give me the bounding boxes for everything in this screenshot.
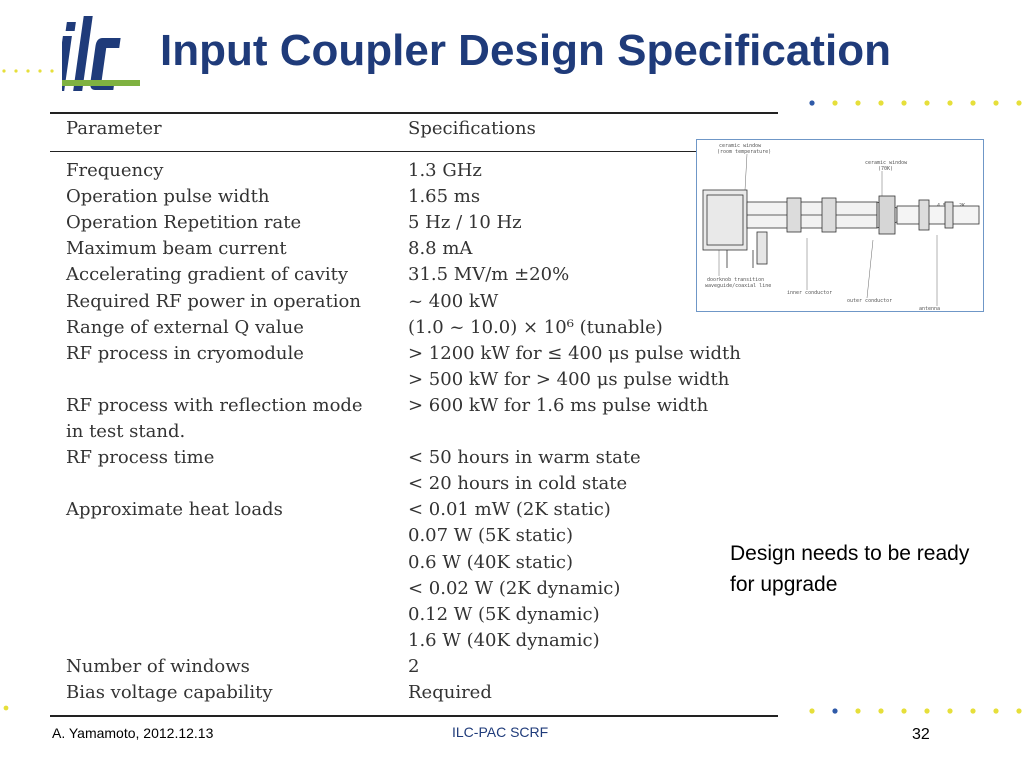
table-cell-spec: > 500 kW for > 400 μs pulse width [408, 368, 730, 390]
table-cell-parameter: Bias voltage capability [66, 682, 273, 703]
table-cell-spec: 5 Hz / 10 Hz [408, 212, 522, 234]
decorative-dots-bottom-right [809, 708, 1022, 714]
decorative-dots-bottom-left [3, 705, 9, 711]
table-cell-parameter: Operation pulse width [66, 186, 270, 208]
table-cell-spec: 0.6 W (40K static) [408, 551, 573, 573]
table-cell-parameter: Range of external Q value [66, 316, 304, 338]
table-cell-parameter: in test stand. [66, 421, 186, 442]
table-cell-spec: 31.5 MV/m ±20% [408, 264, 570, 286]
table-cell-spec: 1.3 GHz [408, 160, 482, 181]
table-cell-spec: < 50 hours in warm state [408, 447, 641, 469]
upgrade-note: Design needs to be ready for upgrade [730, 542, 970, 596]
table-cell-spec: 1.6 W (40K dynamic) [408, 629, 600, 651]
label-waveguide: waveguide/coaxial line [705, 283, 771, 289]
table-cell-spec: 2 [408, 655, 420, 677]
coupler-diagram: ceramic window (room temperature) cerami… [696, 139, 984, 312]
page-number: 32 [912, 726, 930, 743]
table-header-rule [50, 151, 700, 152]
label-ceramic-window-70k: ceramic window [865, 160, 908, 166]
table-cell-parameter: Operation Repetition rate [66, 212, 302, 234]
table-cell-spec: Required [408, 682, 492, 703]
table-cell-spec: > 600 kW for 1.6 ms pulse width [408, 394, 709, 416]
footer-event: ILC-PAC SCRF [452, 724, 549, 740]
table-cell-spec: > 1200 kW for ≤ 400 μs pulse width [408, 342, 741, 364]
table-cell-parameter: Frequency [66, 160, 164, 181]
label-room-temperature: (room temperature) [717, 149, 771, 155]
label-inner-conductor: inner conductor [787, 290, 832, 296]
table-cell-parameter: RF process in cryomodule [66, 342, 304, 364]
table-cell-spec: 0.12 W (5K dynamic) [408, 603, 600, 625]
table-bottom-rule [50, 715, 778, 717]
decorative-dots-left [2, 69, 54, 73]
table-cell-parameter: RF process time [66, 447, 215, 469]
table-cell-spec: 1.65 ms [408, 186, 481, 208]
label-doorknob: doorknob transition [707, 277, 764, 283]
table-cell-parameter: RF process with reflection mode [66, 394, 363, 416]
table-cell-spec: < 20 hours in cold state [408, 473, 628, 495]
label-outer-conductor: outer conductor [847, 298, 892, 304]
table-cell-spec: < 0.02 W (2K dynamic) [408, 577, 621, 599]
ilc-logo [62, 16, 140, 91]
table-cell-parameter: Approximate heat loads [66, 499, 283, 521]
table-top-rule [50, 112, 778, 114]
table-cell-parameter: Accelerating gradient of cavity [66, 264, 349, 286]
label-70k: (70K) [878, 166, 893, 172]
slide-title: Input Coupler Design Specification [160, 26, 891, 75]
label-ceramic-window-room: ceramic window [719, 143, 762, 149]
table-cell-parameter: Maximum beam current [66, 238, 287, 260]
table-cell-spec: < 0.01 mW (2K static) [408, 499, 611, 521]
table-cell-parameter: Required RF power in operation [66, 290, 361, 312]
table-cell-spec: 8.8 mA [408, 238, 473, 260]
decorative-dots-right [809, 100, 1022, 106]
table-cell-parameter: Number of windows [66, 655, 250, 677]
label-antenna: antenna [919, 306, 940, 312]
table-cell-spec: ~ 400 kW [408, 290, 499, 312]
table-cell-spec: 0.07 W (5K static) [408, 525, 573, 547]
header-specifications: Specifications [408, 118, 536, 139]
footer-author-date: A. Yamamoto, 2012.12.13 [52, 725, 214, 741]
header-parameter: Parameter [66, 118, 162, 139]
table-cell-spec: (1.0 ~ 10.0) × 10⁶ (tunable) [408, 316, 663, 338]
